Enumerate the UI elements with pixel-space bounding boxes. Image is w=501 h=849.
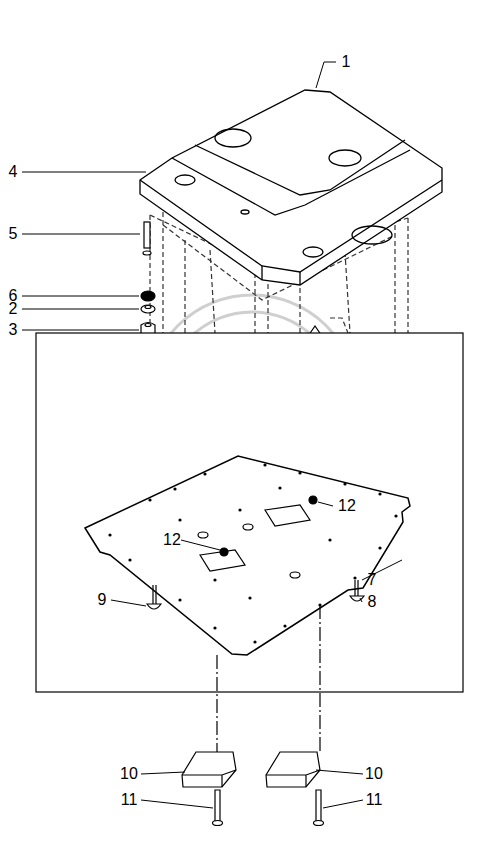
- stud-parts: [141, 222, 155, 336]
- bolts: [213, 790, 324, 826]
- callout-number: 12: [338, 498, 356, 514]
- liner-plate: [85, 456, 410, 655]
- callout-number: 10: [120, 766, 138, 782]
- roof-panel: [140, 90, 442, 285]
- callout-number: 11: [366, 792, 383, 808]
- callout-number: 4: [9, 164, 18, 180]
- callout-number: 12: [163, 532, 181, 548]
- leader-lines: [22, 62, 402, 808]
- callout-number: 1: [342, 54, 351, 70]
- callout-number: 7: [368, 572, 377, 588]
- callout-number: 9: [98, 592, 107, 608]
- callout-number: 2: [9, 301, 18, 317]
- callout-number: 8: [368, 594, 377, 610]
- callout-number: 11: [121, 792, 138, 808]
- callout-number: 5: [9, 226, 18, 242]
- screws: [147, 580, 364, 609]
- callout-number: 10: [365, 766, 383, 782]
- assembly-lines: [217, 605, 320, 752]
- detail-frame: [36, 333, 463, 692]
- callout-number: 3: [9, 322, 18, 338]
- pads: [182, 752, 320, 787]
